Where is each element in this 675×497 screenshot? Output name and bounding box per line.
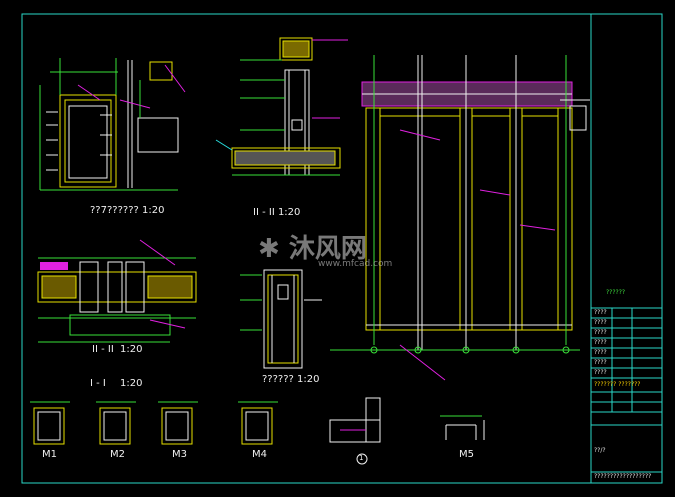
- caption-section-ii-top: II - II 1:20: [253, 207, 301, 218]
- title-row-6: ????: [594, 359, 607, 366]
- caption-m5: M5: [459, 449, 474, 460]
- title-block-frame: [590, 13, 663, 484]
- caption-section-ii-scale: 1:20: [120, 344, 143, 355]
- door-details: [30, 401, 278, 445]
- section-ii-mid: [240, 269, 322, 369]
- caption-section-ii-mid-left: II - II: [92, 344, 114, 355]
- caption-detail-top-left: ??7?????? 1:20: [90, 205, 165, 216]
- caption-m3: M3: [172, 449, 187, 460]
- detail-top-left: [39, 58, 186, 191]
- watermark-url: www.mfcad.com: [318, 259, 393, 269]
- caption-detail-mid: ?????? 1:20: [262, 374, 320, 385]
- title-project-note: ??????? ???????: [594, 381, 641, 388]
- detail-1-and-m5: [329, 397, 485, 465]
- title-row-1: ????: [594, 309, 607, 316]
- caption-detail-1: 1: [359, 454, 364, 462]
- title-row-4: ????: [594, 339, 607, 346]
- section-i-i: [37, 239, 197, 343]
- title-row-3: ????: [594, 329, 607, 336]
- watermark-logo: ✱ 沐风网: [258, 228, 367, 265]
- title-block-grid: [591, 307, 662, 473]
- watermark-logo-icon: ✱: [258, 234, 280, 264]
- title-row-7: ????: [594, 369, 607, 376]
- caption-section-i-i-scale: 1:20: [120, 378, 143, 389]
- wall-elevation: [330, 55, 590, 381]
- caption-section-i-i: I - I: [90, 378, 106, 389]
- caption-m2: M2: [110, 449, 125, 460]
- title-footer: ??????????????????: [594, 473, 652, 480]
- title-block-header: ??????: [606, 289, 626, 296]
- title-row-2: ????: [594, 319, 607, 326]
- watermark-brand: 沐风网: [288, 234, 367, 264]
- caption-m4: M4: [252, 449, 267, 460]
- title-row-5: ????: [594, 349, 607, 356]
- section-ii-top: [215, 37, 348, 176]
- caption-m1: M1: [42, 449, 57, 460]
- title-sheet: ??/?: [594, 447, 606, 454]
